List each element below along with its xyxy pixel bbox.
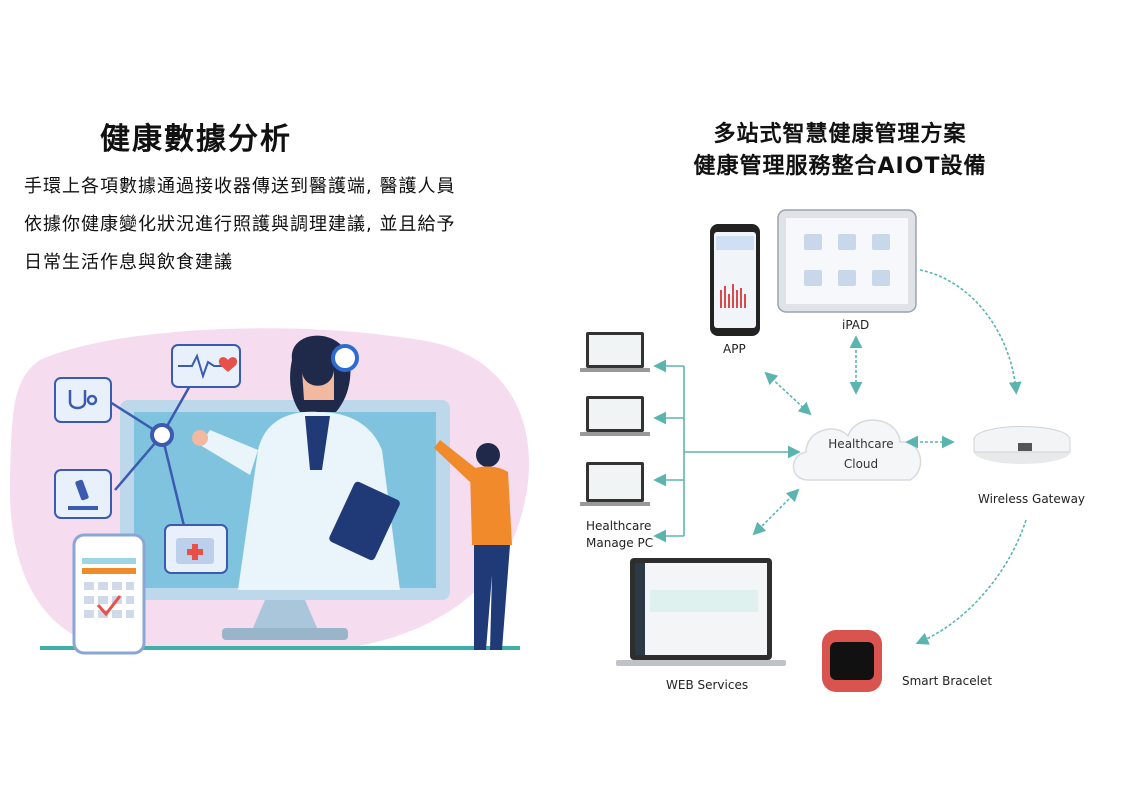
patient-pants xyxy=(474,545,510,650)
left-title: 健康數據分析 xyxy=(100,122,292,157)
medical-cross-icon xyxy=(187,544,203,560)
heart-icon xyxy=(218,357,238,372)
description-line-3: 日常生活作息與飲食建議 xyxy=(24,252,233,273)
ipad-app-icons xyxy=(804,234,890,286)
cloud-label-line-1: Healthcare xyxy=(828,437,894,451)
pc-label: Healthcare Manage PC xyxy=(586,518,653,552)
right-title-line-1: 多站式智慧健康管理方案 xyxy=(713,122,967,147)
heartbeat-icon xyxy=(178,353,222,380)
bracelet-label: Smart Bracelet xyxy=(902,674,993,688)
patient-shirt xyxy=(470,466,512,545)
doctor-shirt xyxy=(305,416,330,470)
doctor-face xyxy=(302,370,334,400)
diagram-graphics xyxy=(580,209,1071,692)
right-title-line-2: 健康管理服務整合AIOT設備 xyxy=(693,154,987,179)
floor-line xyxy=(40,646,520,650)
smart-bracelet-device xyxy=(822,630,882,692)
connection-arrows xyxy=(752,269,1027,645)
description-line-2: 依據你健康變化狀況進行照護與調理建議, 並且給予 xyxy=(24,214,456,235)
pc-label-line-1: Healthcare xyxy=(586,519,652,533)
healthcare-pc-3 xyxy=(580,462,650,506)
check-mark-icon xyxy=(96,595,122,617)
calendar-header-bar xyxy=(82,558,136,564)
stethoscope-icon xyxy=(68,390,98,410)
pc-label-line-2: Manage PC xyxy=(586,536,654,550)
ipad-label: iPAD xyxy=(842,318,870,332)
app-phone-device xyxy=(710,224,760,336)
left-description: 手環上各項數據通過接收器傳送到醫護端, 醫護人員 依據你健康變化狀況進行照護與調… xyxy=(24,168,524,282)
head-mirror-icon xyxy=(331,344,359,372)
network-hub-node xyxy=(150,423,174,447)
patient-head xyxy=(476,443,500,467)
phone-calendar xyxy=(72,533,146,655)
telemedicine-illustration xyxy=(9,328,530,655)
healthcare-pc-2 xyxy=(580,396,650,436)
doctor-hand-pointing xyxy=(192,430,208,446)
monitor-stand xyxy=(252,600,318,630)
cloud-label: Healthcare Cloud xyxy=(826,434,896,474)
monitor-base xyxy=(222,628,348,640)
patient-arm xyxy=(434,440,478,482)
web-services-label: WEB Services xyxy=(666,678,749,692)
description-line-1: 手環上各項數據通過接收器傳送到醫護端, 醫護人員 xyxy=(24,176,456,197)
web-services-laptop xyxy=(616,558,786,666)
doctor-arm-left xyxy=(200,430,258,475)
ipad-device xyxy=(777,209,917,313)
healthcare-pc-1 xyxy=(580,332,650,372)
tablet-icon xyxy=(329,481,400,561)
app-label: APP xyxy=(723,342,746,356)
cloud-label-line-2: Cloud xyxy=(843,457,879,471)
gateway-label: Wireless Gateway xyxy=(978,492,1086,506)
calendar-highlight-bar xyxy=(82,568,136,574)
stethoscope-card xyxy=(54,377,112,423)
calendar-grid xyxy=(84,582,134,618)
pc-bus-arrows xyxy=(653,359,801,543)
wireless-gateway-device xyxy=(973,426,1071,464)
architecture-diagram: APP iPAD Healthcare Cloud Wireless Gatew… xyxy=(560,190,1141,710)
microscope-icon xyxy=(68,479,98,510)
